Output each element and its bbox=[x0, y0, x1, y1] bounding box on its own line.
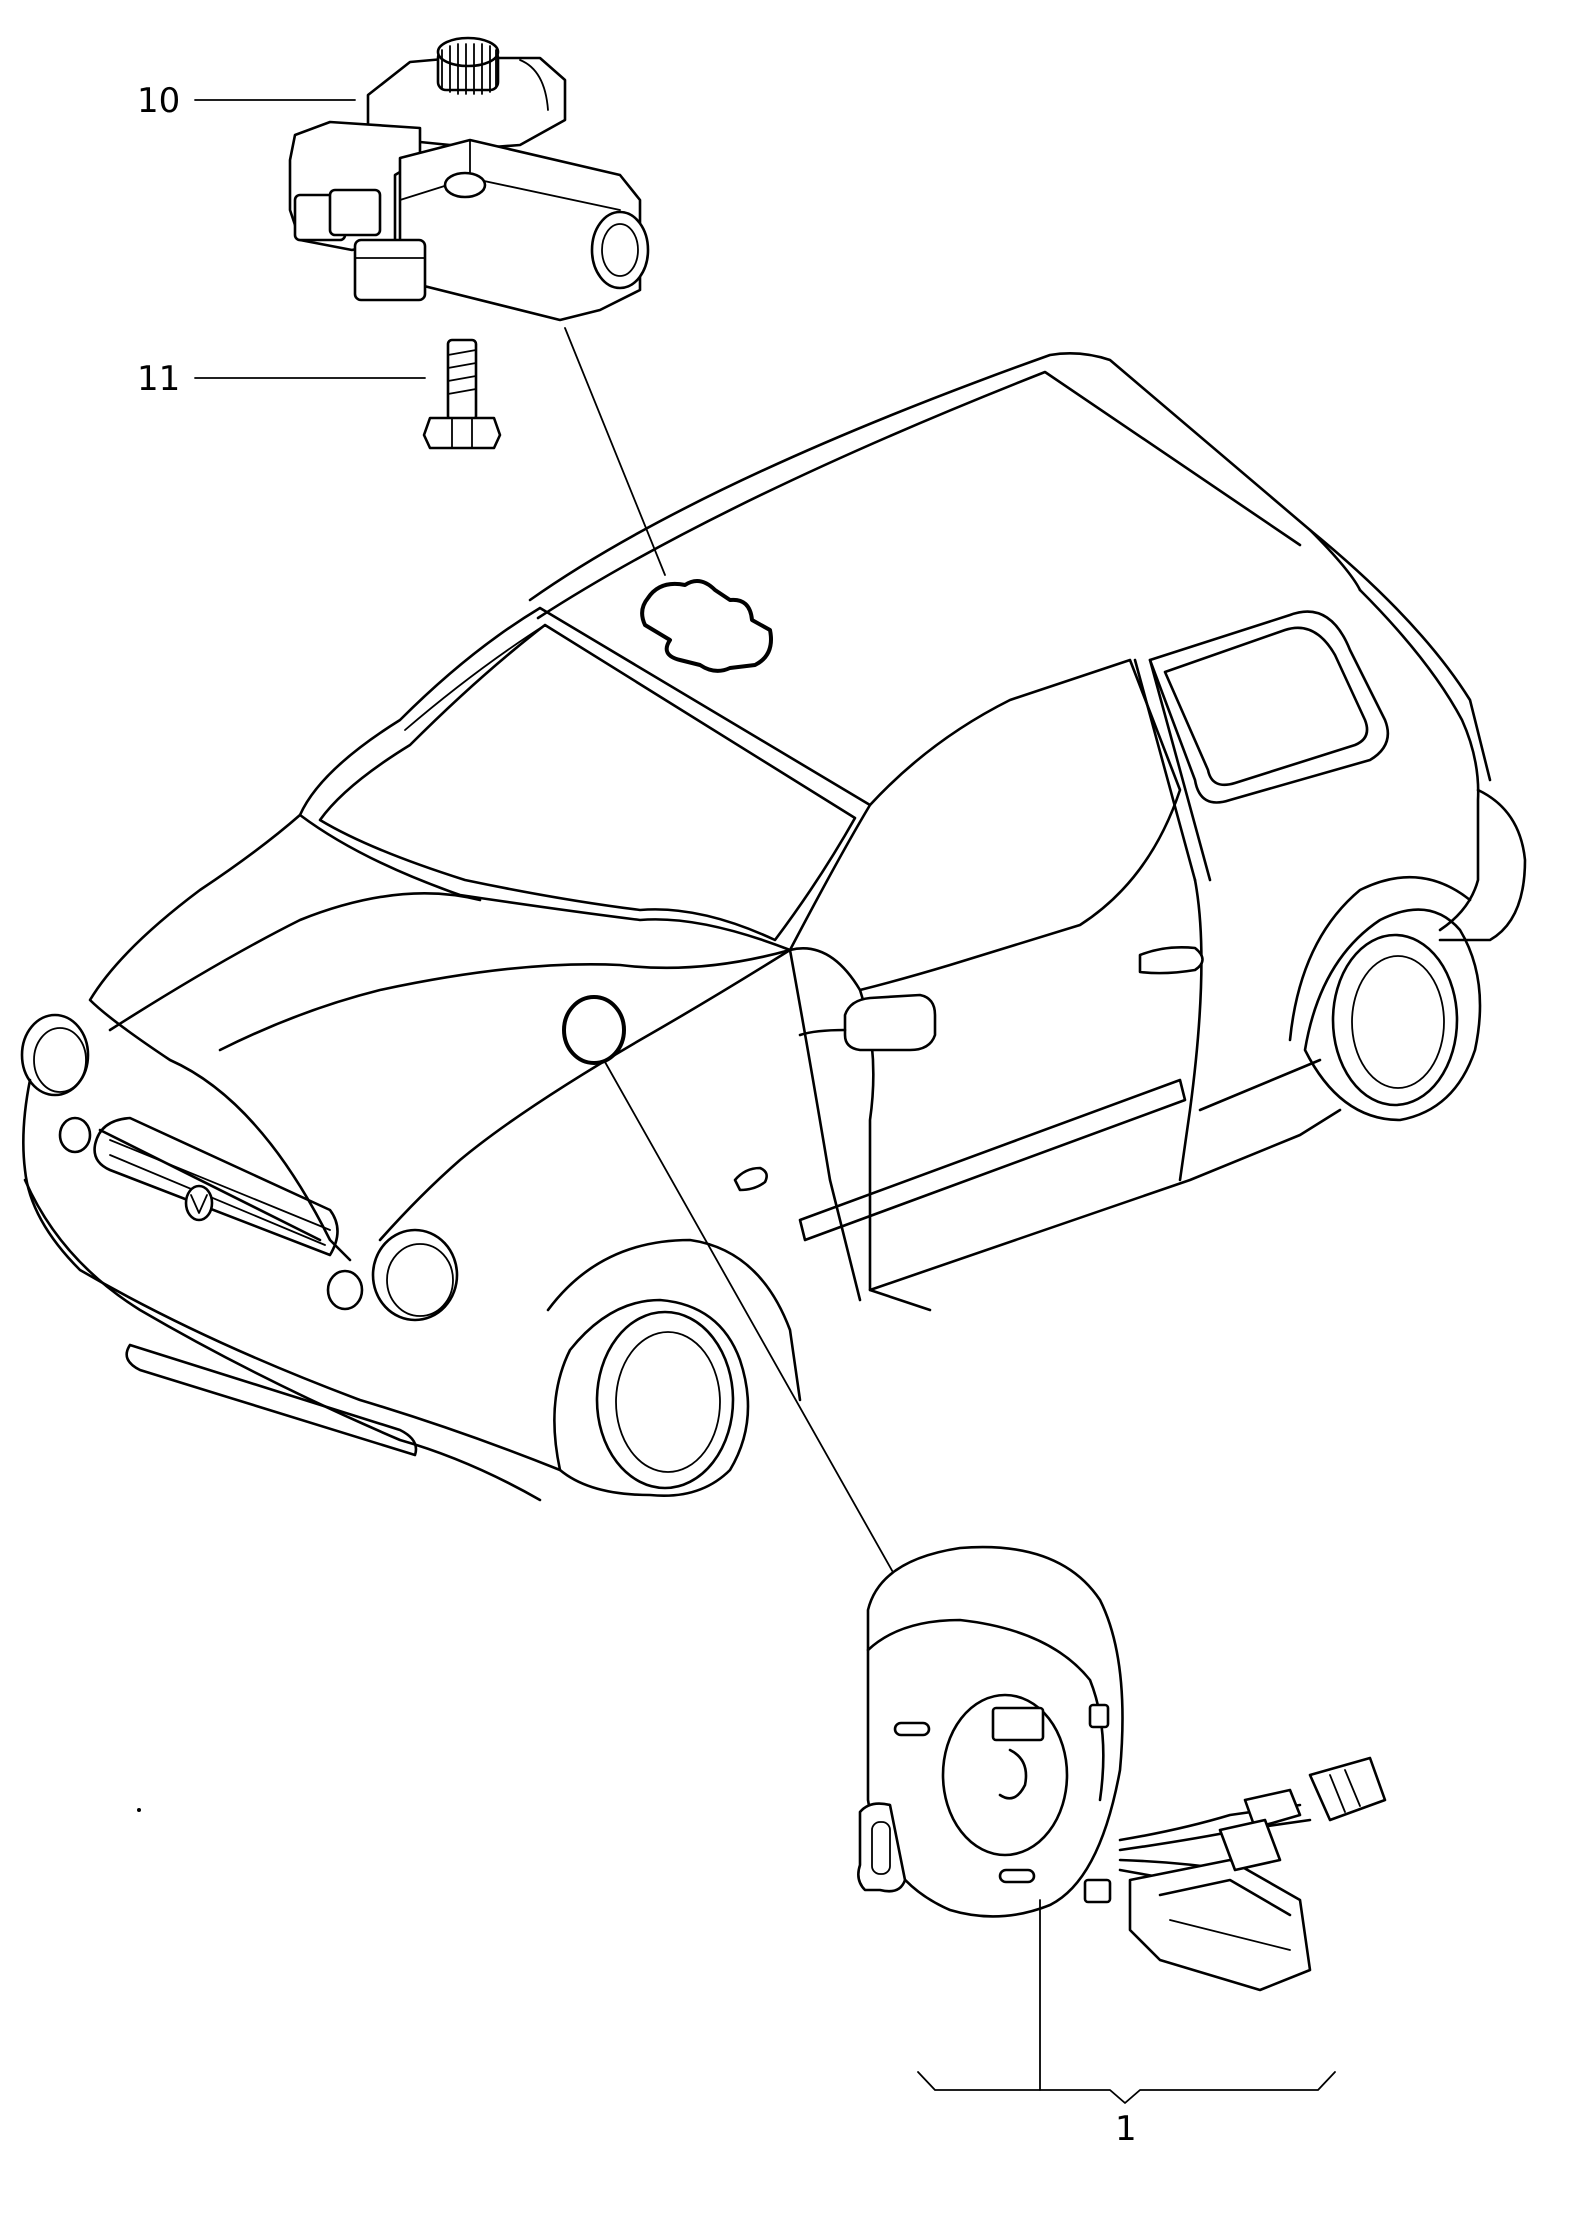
callout-10-label: 10 bbox=[137, 81, 180, 121]
bracket-edge bbox=[519, 59, 549, 111]
callout-1[interactable]: 1 bbox=[917, 1899, 1336, 2149]
callout-1-bracket bbox=[917, 2071, 1336, 2104]
motor-location-marker bbox=[640, 579, 773, 673]
car-rear-body bbox=[1358, 588, 1480, 932]
steering-to-spring-leader bbox=[604, 1061, 939, 1653]
car-door-rear-edge bbox=[1178, 878, 1203, 1182]
car-rear-window-inner bbox=[1163, 626, 1369, 787]
car-rear-molding bbox=[1198, 1058, 1322, 1112]
car-front-bumper-top bbox=[22, 1078, 562, 1472]
car-hood-crease bbox=[108, 892, 482, 1032]
connector-plug-upper bbox=[1243, 1756, 1387, 1830]
car-hood-left-edge bbox=[88, 813, 352, 1262]
car-rear-bumper bbox=[1438, 788, 1527, 942]
car-foglight-right bbox=[326, 1269, 364, 1311]
callout-11[interactable]: 11 bbox=[137, 359, 426, 399]
car-front-bumper-bottom bbox=[23, 1178, 542, 1502]
car-rear-wheel-arch bbox=[1288, 875, 1472, 1042]
car-headlight-left bbox=[20, 1013, 90, 1097]
car-outline bbox=[20, 352, 1527, 1502]
car-roof-inner bbox=[536, 370, 1302, 620]
car-door-handle bbox=[1138, 946, 1204, 975]
callout-1-label: 1 bbox=[1115, 2109, 1137, 2149]
car-side-mirror bbox=[843, 993, 937, 1052]
car-windshield-glass bbox=[318, 623, 857, 942]
car-bumper-line bbox=[98, 1128, 322, 1242]
car-grille bbox=[93, 1116, 339, 1257]
housing-screw-hole bbox=[443, 171, 487, 199]
car-roof bbox=[528, 352, 1362, 602]
clock-spring-tab bbox=[991, 1706, 1045, 1742]
clock-spring-wire-1 bbox=[1118, 1803, 1302, 1842]
car-cowl bbox=[218, 948, 792, 1052]
motor-connector bbox=[353, 238, 427, 302]
car-foglight-left bbox=[58, 1116, 92, 1154]
clock-spring-loop bbox=[857, 1802, 907, 1893]
car-rear-edge bbox=[1308, 528, 1492, 782]
spring-location-marker bbox=[562, 995, 626, 1065]
car-side-marker bbox=[733, 1166, 768, 1192]
car-a-pillar-lower bbox=[788, 948, 862, 1302]
motor-unit bbox=[288, 36, 650, 322]
motor-cylinder-inner bbox=[601, 223, 639, 277]
car-front-wheel-arch bbox=[546, 1238, 802, 1402]
car-headlight-right bbox=[371, 1228, 459, 1322]
clock-spring bbox=[857, 1545, 1387, 1992]
car-b-pillar bbox=[1133, 658, 1197, 882]
bolt-icon bbox=[422, 338, 502, 450]
callout-10[interactable]: 10 bbox=[137, 81, 356, 121]
car-b-pillar-2 bbox=[1148, 658, 1212, 882]
motor-cylinder-end bbox=[590, 210, 650, 290]
car-front-wheel bbox=[553, 1298, 750, 1497]
callout-11-label: 11 bbox=[137, 359, 180, 399]
motor-to-roof-leader bbox=[564, 327, 666, 576]
car-windshield-frame bbox=[298, 606, 872, 952]
car-badge bbox=[184, 1184, 214, 1222]
stray-dot bbox=[137, 1808, 141, 1812]
car-side-molding bbox=[798, 1078, 1187, 1242]
windshield-top-trim bbox=[404, 624, 546, 731]
car-door-window-frame bbox=[788, 658, 1182, 992]
car-hood-right-edge bbox=[378, 948, 792, 1242]
gear-icon bbox=[436, 36, 500, 95]
car-rear-wheel bbox=[1303, 908, 1482, 1122]
car-rear-window bbox=[1148, 610, 1390, 804]
connector-block-lower bbox=[1128, 1818, 1312, 1992]
car-sill bbox=[868, 1108, 1342, 1292]
motor-tab-2 bbox=[328, 188, 382, 237]
car-lower-grille bbox=[125, 1343, 418, 1457]
